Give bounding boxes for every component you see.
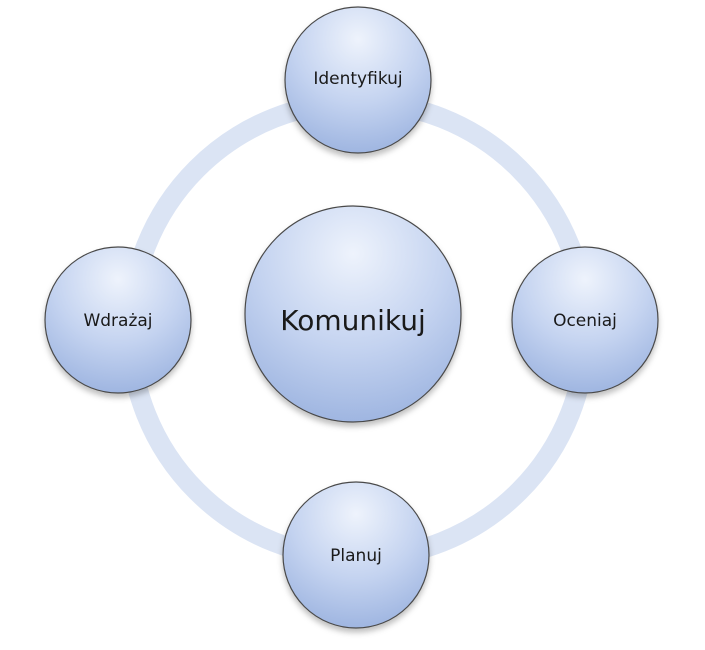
node-top-label: Identyfikuj bbox=[313, 69, 402, 89]
node-left: Wdrażaj bbox=[44, 246, 192, 394]
node-right-label: Oceniaj bbox=[553, 311, 617, 331]
center-node: Komunikuj bbox=[244, 205, 462, 423]
center-label: Komunikuj bbox=[280, 304, 426, 337]
node-left-circle bbox=[44, 246, 192, 394]
node-top-circle bbox=[284, 6, 432, 154]
node-bottom-circle bbox=[282, 481, 430, 629]
node-top: Identyfikuj bbox=[284, 6, 432, 154]
node-right: Oceniaj bbox=[511, 246, 659, 394]
center-circle bbox=[244, 205, 462, 423]
node-bottom: Planuj bbox=[282, 481, 430, 629]
node-left-label: Wdrażaj bbox=[83, 311, 152, 331]
node-right-circle bbox=[511, 246, 659, 394]
node-bottom-label: Planuj bbox=[330, 546, 382, 566]
